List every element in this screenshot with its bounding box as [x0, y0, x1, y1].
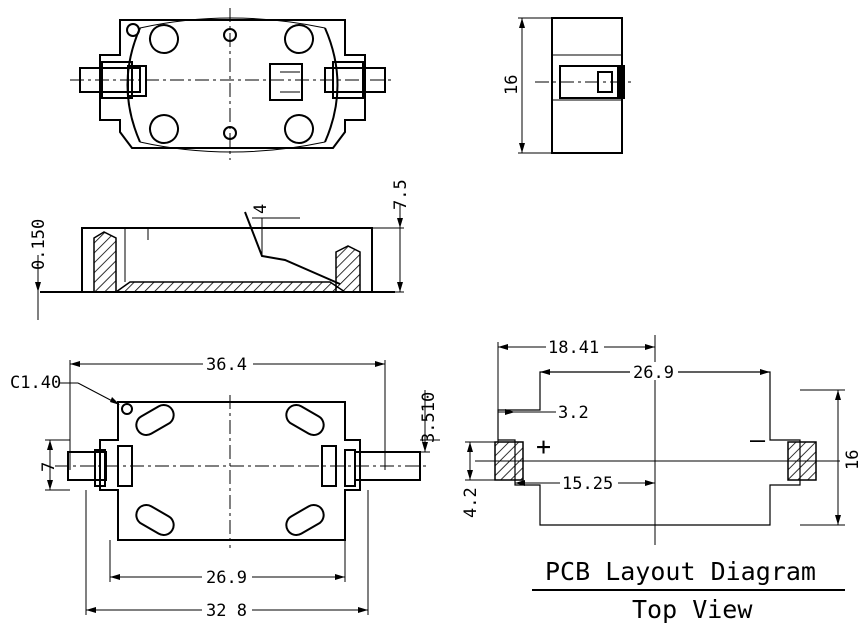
dim-pcb-span: 26.9: [633, 363, 674, 383]
dim-top-height: 16: [502, 75, 522, 95]
dim-overall-width: 36.4: [206, 355, 247, 375]
dim-terminal-width: 7: [39, 462, 59, 472]
dim-right-offset: 3.510: [419, 392, 439, 443]
diagram-title: PCB Layout Diagram: [545, 557, 816, 586]
end-view: 16: [502, 17, 635, 154]
dim-pad-height: 4.2: [461, 487, 481, 518]
side-section-view: 7.5 4 0.150: [29, 179, 411, 320]
dim-chamfer: C1.40: [10, 373, 61, 393]
dim-side-height: 7.5: [391, 179, 411, 210]
dim-pad-spacing: 15.25: [562, 474, 613, 494]
minus-sign: —: [750, 425, 766, 454]
dim-side-base: 0.150: [29, 219, 49, 270]
dim-total-width: 32 8: [206, 601, 247, 621]
top-view-holder: [70, 8, 395, 160]
dim-inner-width: 26.9: [206, 568, 247, 588]
view-title: Top View: [632, 595, 753, 624]
dim-pcb-offset: 18.41: [548, 338, 599, 358]
dim-pad-offset: 3.2: [558, 403, 589, 423]
dim-pcb-height: 16: [843, 450, 863, 470]
dim-side-gap: 4: [251, 204, 271, 214]
pcb-layout: + — 18.41 26.9 3.2 15.25 4.2 16 PCB: [461, 335, 863, 624]
plus-sign: +: [536, 432, 551, 461]
dimensioned-top-view: 36.4 C1.40 3.510 7 26.9 32 8: [10, 354, 440, 621]
